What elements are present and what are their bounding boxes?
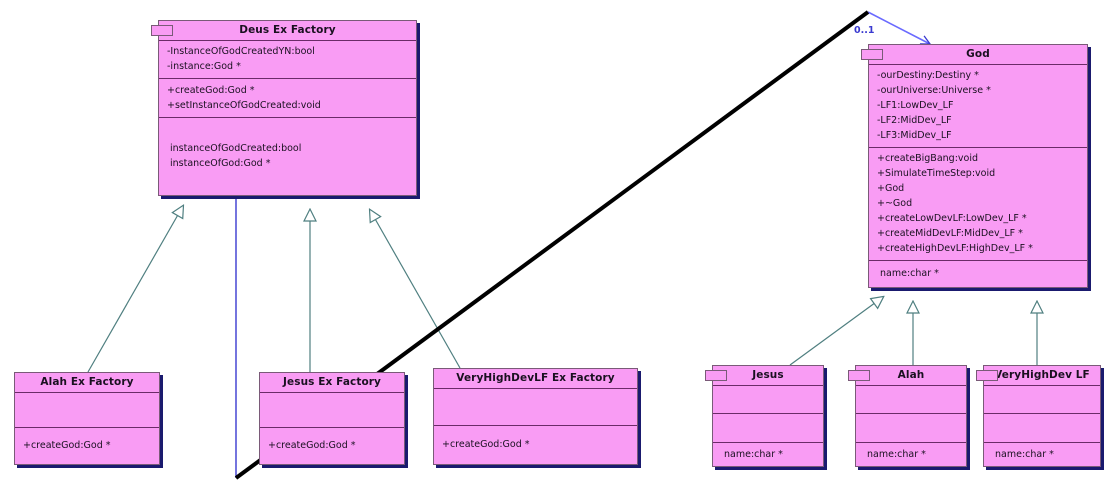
class-tab-handle-icon [151,25,173,36]
operation-row: +createMidDevLF:MidDev_LF * [877,227,1023,239]
attribute-row: -ourUniverse:Universe * [877,84,991,96]
class-jesus-ex-factory[interactable]: Jesus Ex Factory +createGod:God * [259,372,405,465]
multiplicity-label-0-1: 0..1 [854,25,875,36]
attribute-row: -InstanceOfGodCreatedYN:bool [167,46,315,58]
attribute-row: -LF2:MidDev_LF [877,114,952,126]
attribute-row: -LF1:LowDev_LF [877,99,954,111]
extra-row: name:char * [995,448,1054,460]
operations-section: +createBigBang:void +SimulateTimeStep:vo… [869,148,1087,262]
attribute-row: -LF3:MidDev_LF [877,129,952,141]
attributes-section [984,386,1100,415]
attributes-section: -InstanceOfGodCreatedYN:bool -instance:G… [159,41,416,80]
class-veryhighdev-lf[interactable]: VeryHighDev LF name:char * [976,365,1101,467]
class-title: Alah [856,366,966,386]
extras-section: instanceOfGodCreated:bool instanceOfGod:… [159,118,416,195]
extra-row: name:char * [867,448,926,460]
class-jesus[interactable]: Jesus name:char * [705,365,824,467]
attribute-row: -ourDestiny:Destiny * [877,70,979,82]
operations-section: +createGod:God * [260,428,404,464]
attributes-section [260,393,404,428]
operation-row: +setInstanceOfGodCreated:void [167,99,321,111]
operations-section: +createGod:God * +setInstanceOfGodCreate… [159,79,416,119]
class-deus-ex-factory[interactable]: Deus Ex Factory -InstanceOfGodCreatedYN:… [151,20,417,196]
class-title: VeryHighDev LF [984,366,1100,386]
class-tab-handle-icon [705,370,727,381]
attribute-row: -instance:God * [167,60,241,72]
operations-section [856,414,966,444]
generalization-alah-to-deus [87,206,183,373]
association-arrow-to-god [867,11,930,45]
generalization-jesus-to-god [789,297,883,366]
operation-row: +createGod:God * [23,439,111,451]
operation-row: +createLowDevLF:LowDev_LF * [877,212,1027,224]
attributes-section [15,393,159,428]
class-tab-handle-icon [848,370,870,381]
class-title: Deus Ex Factory [159,21,416,41]
class-title: God [869,45,1087,65]
operations-section: +createGod:God * [15,428,159,464]
class-title: VeryHighDevLF Ex Factory [434,369,637,389]
operation-row: +createGod:God * [442,438,530,450]
extra-row: instanceOfGodCreated:bool [170,143,302,155]
extras-section: name:char * [869,261,1087,287]
class-tab-handle-icon [861,49,883,60]
class-alah[interactable]: Alah name:char * [848,365,967,467]
generalization-veryhighdevlf-exfactory-to-deus [370,210,461,369]
operations-section: +createGod:God * [434,426,637,464]
class-god[interactable]: God -ourDestiny:Destiny * -ourUniverse:U… [861,44,1088,288]
operation-row: +createBigBang:void [877,153,978,165]
extra-row: name:char * [724,448,783,460]
class-title: Jesus [713,366,823,386]
extra-row: name:char * [880,268,939,280]
operations-section [984,414,1100,444]
operations-section [713,414,823,444]
attributes-section [434,389,637,426]
class-title: Alah Ex Factory [15,373,159,393]
extras-section: name:char * [984,443,1100,466]
extras-section: name:char * [856,443,966,466]
class-title: Jesus Ex Factory [260,373,404,393]
class-veryhighdevlf-ex-factory[interactable]: VeryHighDevLF Ex Factory +createGod:God … [433,368,638,465]
operation-row: +createGod:God * [268,439,356,451]
class-tab-handle-icon [976,370,998,381]
attributes-section [856,386,966,415]
attributes-section [713,386,823,415]
operation-row: +createGod:God * [167,84,255,96]
class-alah-ex-factory[interactable]: Alah Ex Factory +createGod:God * [14,372,160,465]
operation-row: +createHighDevLF:HighDev_LF * [877,242,1033,254]
extra-row: instanceOfGod:God * [170,158,271,170]
attributes-section: -ourDestiny:Destiny * -ourUniverse:Unive… [869,65,1087,148]
operation-row: +SimulateTimeStep:void [877,168,996,180]
extras-section: name:char * [713,443,823,466]
operation-row: +~God [877,198,913,210]
operation-row: +God [877,183,905,195]
